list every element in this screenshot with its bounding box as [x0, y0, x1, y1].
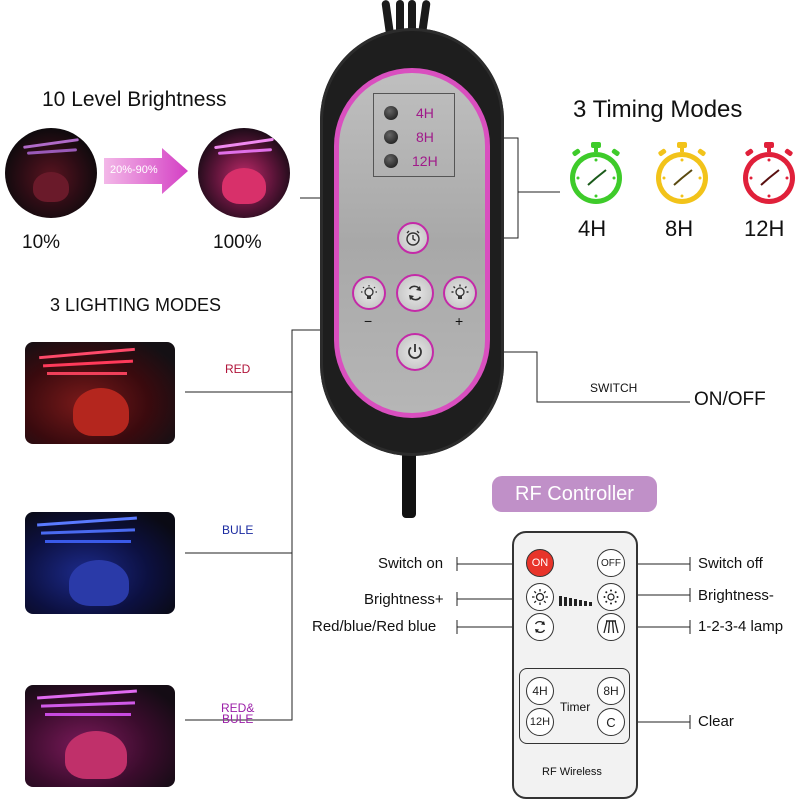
- red-mode-label: RED: [225, 362, 251, 376]
- rf-brightness-up-button[interactable]: [526, 583, 554, 611]
- timing-label-8h: 8H: [665, 216, 694, 241]
- red-mode-image: [25, 342, 175, 444]
- lamp-icon: [603, 620, 619, 634]
- red-blue-mode-label: RED& BULE: [221, 701, 255, 726]
- sun-dim-icon: [603, 589, 619, 605]
- power-button[interactable]: [396, 333, 434, 371]
- sun-icon: [532, 589, 548, 605]
- rf-label-brightness-up: Brightness+: [364, 591, 444, 608]
- led-4h: [384, 106, 398, 120]
- rf-lamp-button[interactable]: [597, 613, 625, 641]
- switch-label: SWITCH: [590, 381, 638, 395]
- power-icon: [408, 344, 422, 359]
- bulb-dim-icon: [361, 285, 377, 299]
- rf-8h-button[interactable]: 8H: [597, 677, 625, 705]
- onoff-label: ON/OFF: [694, 389, 766, 410]
- timer-button[interactable]: [397, 222, 429, 254]
- timer-12h-icon: [739, 140, 799, 206]
- rf-title: RF Controller: [515, 482, 634, 505]
- rf-label-mode: Red/blue/Red blue: [312, 618, 437, 635]
- rf-title-badge: RF Controller: [492, 476, 657, 512]
- cycle-arrows-icon: [408, 285, 422, 301]
- lighting-title: 3 LIGHTING MODES: [50, 295, 222, 315]
- rf-on-button[interactable]: ON: [526, 549, 554, 577]
- rf-off-button[interactable]: OFF: [597, 549, 625, 577]
- rf-timer-label: Timer: [560, 700, 591, 714]
- blue-mode-image: [25, 512, 175, 614]
- rf-remote-body: [512, 531, 638, 799]
- brightness-high-image: [198, 128, 290, 218]
- alarm-clock-icon: [406, 230, 420, 246]
- timing-title: 3 Timing Modes: [573, 96, 743, 123]
- mode-cycle-button[interactable]: [396, 274, 434, 312]
- timer-indicator-panel: 4H 8H 12H: [373, 93, 455, 177]
- brightness-low-image: [5, 128, 97, 218]
- timer-label-4h: 4H: [416, 105, 434, 121]
- plus-label: +: [455, 313, 464, 329]
- bulb-bright-icon: [451, 284, 469, 299]
- rf-label-brightness-down: Brightness-: [698, 587, 774, 604]
- timing-label-4h: 4H: [578, 216, 607, 241]
- rf-mode-button[interactable]: [526, 613, 554, 641]
- rf-label-switch-on: Switch on: [378, 555, 444, 572]
- rf-12h-button[interactable]: 12H: [526, 708, 554, 736]
- brightness-title: 10 Level Brightness: [42, 88, 227, 111]
- rf-brightness-down-button[interactable]: [597, 583, 625, 611]
- brightness-down-button[interactable]: [352, 276, 386, 310]
- led-12h: [384, 154, 398, 168]
- controller-cable-top: [381, 0, 434, 41]
- timing-label-12h: 12H: [744, 216, 785, 241]
- minus-label: −: [364, 313, 373, 329]
- rf-label-clear: Clear: [698, 713, 734, 730]
- blue-mode-label: BULE: [222, 523, 254, 537]
- red-blue-mode-image: [25, 685, 175, 787]
- rf-timer-box: [519, 668, 630, 744]
- brightness-range-label: 20%-90%: [110, 164, 158, 176]
- timer-8h-icon: [652, 140, 712, 206]
- rf-footer: RF Wireless: [542, 766, 602, 778]
- brightness-low-label: 10%: [22, 232, 61, 253]
- timer-4h-icon: [566, 140, 626, 206]
- rf-clear-button[interactable]: C: [597, 708, 625, 736]
- rf-label-switch-off: Switch off: [698, 555, 763, 572]
- brightness-up-button[interactable]: [443, 276, 477, 310]
- brightness-arrow: 20%-90%: [104, 148, 188, 194]
- timer-label-12h: 12H: [412, 153, 438, 169]
- brightness-high-label: 100%: [213, 232, 262, 253]
- rf-4h-button[interactable]: 4H: [526, 677, 554, 705]
- brightness-level-bars: [558, 588, 594, 606]
- timer-label-8h: 8H: [416, 129, 434, 145]
- led-8h: [384, 130, 398, 144]
- cycle-arrows-icon: [534, 620, 546, 634]
- rf-label-lamp: 1-2-3-4 lamp: [698, 618, 784, 635]
- controller-cable-bottom: [402, 452, 416, 518]
